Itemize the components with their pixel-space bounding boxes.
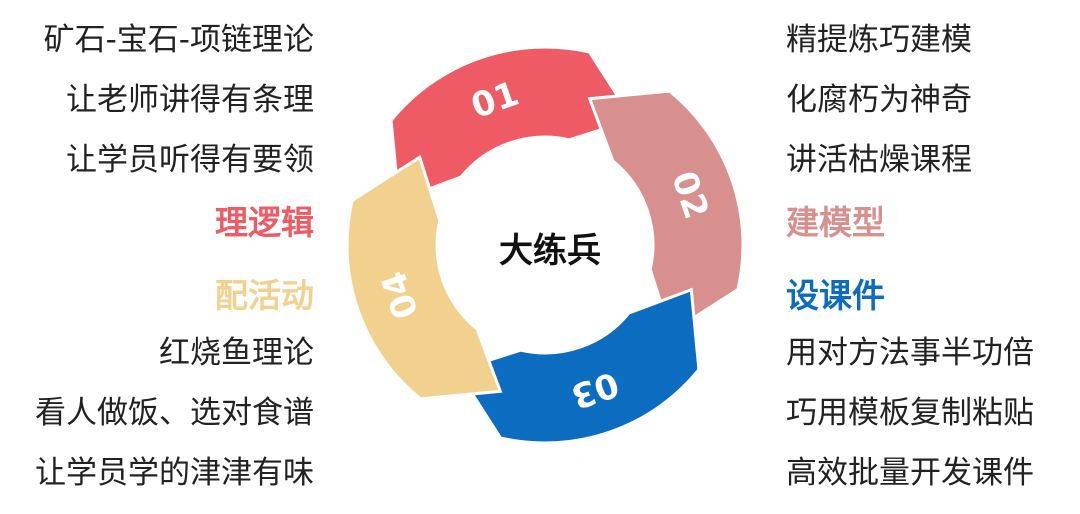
segment-04-arrow bbox=[345, 154, 503, 401]
segment-03-arrow bbox=[454, 287, 701, 445]
bottom-right-line-3: 高效批量开发课件 bbox=[786, 455, 1034, 491]
top-right-line-1: 精提炼巧建模 bbox=[786, 22, 972, 58]
segment-02-arrow bbox=[587, 89, 745, 336]
bottom-left-line-2: 看人做饭、选对食谱 bbox=[35, 395, 314, 431]
top-right-line-2: 化腐朽为神奇 bbox=[786, 82, 972, 118]
heading-courseware: 设课件 bbox=[786, 276, 885, 315]
bottom-right-line-2: 巧用模板复制粘贴 bbox=[786, 395, 1034, 431]
bottom-right-line-1: 用对方法事半功倍 bbox=[786, 335, 1034, 371]
top-right-line-3: 讲活枯燥课程 bbox=[786, 142, 972, 178]
top-left-line-3: 让学员听得有要领 bbox=[66, 142, 314, 178]
heading-activities: 配活动 bbox=[215, 276, 314, 315]
center-label: 大练兵 bbox=[499, 231, 601, 271]
bottom-left-line-1: 红烧鱼理论 bbox=[159, 335, 314, 371]
heading-logic: 理逻辑 bbox=[215, 203, 314, 242]
heading-modeling: 建模型 bbox=[786, 203, 885, 242]
bottom-left-line-3: 让学员学的津津有味 bbox=[35, 455, 314, 491]
top-left-line-2: 让老师讲得有条理 bbox=[66, 82, 314, 118]
top-left-line-1: 矿石-宝石-项链理论 bbox=[43, 22, 314, 58]
segment-01-arrow bbox=[389, 45, 636, 203]
